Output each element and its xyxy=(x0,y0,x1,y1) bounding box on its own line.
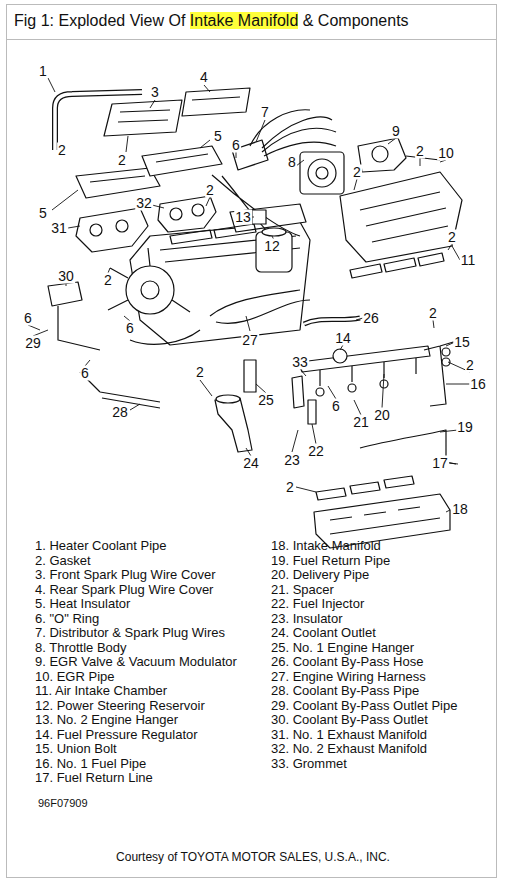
callout-number: 2 xyxy=(195,365,205,380)
callout-number: 2 xyxy=(205,183,215,198)
parts-list-item: 29. Coolant By-Pass Outlet Pipe xyxy=(271,699,457,713)
parts-list-item: 3. Front Spark Plug Wire Cover xyxy=(35,568,216,582)
callout-number: 17 xyxy=(431,456,449,471)
parts-list-item: 9. EGR Valve & Vacuum Modulator xyxy=(35,655,237,669)
parts-list-item: 15. Union Bolt xyxy=(35,742,117,756)
figure-title: Fig 1: Exploded View Of Intake Manifold … xyxy=(14,12,409,30)
callout-number: 23 xyxy=(283,453,301,468)
callout-number: 2 xyxy=(465,358,475,373)
parts-list-item: 21. Spacer xyxy=(271,583,334,597)
parts-list-item: 4. Rear Spark Plug Wire Cover xyxy=(35,583,213,597)
parts-list-item: 27. Engine Wiring Harness xyxy=(271,670,426,684)
parts-list-item: 20. Delivery Pipe xyxy=(271,568,369,582)
callout-number: 6 xyxy=(231,138,241,153)
callout-number: 32 xyxy=(135,196,153,211)
callout-number: 18 xyxy=(451,502,469,517)
callout-number: 1 xyxy=(38,64,48,79)
callout-number: 16 xyxy=(469,377,487,392)
parts-list-item: 19. Fuel Return Pipe xyxy=(271,554,390,568)
parts-list-item: 32. No. 2 Exhaust Manifold xyxy=(271,742,427,756)
callout-number: 13 xyxy=(234,210,252,225)
parts-list-item: 10. EGR Pipe xyxy=(35,670,115,684)
callout-number: 14 xyxy=(334,331,352,346)
callout-number: 5 xyxy=(213,129,223,144)
callout-number: 28 xyxy=(111,405,129,420)
parts-list-item: 22. Fuel Injector xyxy=(271,597,364,611)
callout-number: 10 xyxy=(437,146,455,161)
callout-number: 12 xyxy=(263,239,281,254)
callout-number: 26 xyxy=(362,311,380,326)
parts-list-item: 30. Coolant By-Pass Outlet xyxy=(271,713,428,727)
callout-number: 2 xyxy=(428,306,438,321)
figure-code: 96F07909 xyxy=(38,797,88,809)
callout-number: 8 xyxy=(287,155,297,170)
callout-number: 6 xyxy=(80,366,90,381)
parts-list-item: 12. Power Steering Reservoir xyxy=(35,699,205,713)
callout-number: 2 xyxy=(117,153,127,168)
callout-number: 15 xyxy=(453,335,471,350)
callout-number: 29 xyxy=(24,336,42,351)
parts-list-item: 14. Fuel Pressure Regulator xyxy=(35,728,198,742)
parts-list-item: 26. Coolant By-Pass Hose xyxy=(271,655,423,669)
callout-number: 2 xyxy=(415,144,425,159)
callout-number: 6 xyxy=(23,311,33,326)
callout-number: 2 xyxy=(103,273,113,288)
callout-number: 5 xyxy=(38,206,48,221)
parts-list-item: 28. Coolant By-Pass Pipe xyxy=(271,684,419,698)
callout-number: 2 xyxy=(285,480,295,495)
callout-number: 22 xyxy=(307,444,325,459)
parts-list-item: 13. No. 2 Engine Hanger xyxy=(35,713,178,727)
parts-list-item: 24. Coolant Outlet xyxy=(271,626,376,640)
parts-list-item: 7. Distributor & Spark Plug Wires xyxy=(35,626,225,640)
parts-list-item: 33. Grommet xyxy=(271,757,347,771)
parts-list-item: 31. No. 1 Exhaust Manifold xyxy=(271,728,427,742)
callout-number: 33 xyxy=(291,355,309,370)
parts-list-item: 1. Heater Coolant Pipe xyxy=(35,539,167,553)
parts-list-item: 18. Intake Manifold xyxy=(271,539,381,553)
callout-number: 19 xyxy=(456,420,474,435)
callout-number: 27 xyxy=(241,333,259,348)
callout-number: 30 xyxy=(57,269,75,284)
callout-number: 3 xyxy=(150,85,160,100)
callout-number: 6 xyxy=(331,399,341,414)
parts-list-item: 17. Fuel Return Line xyxy=(35,771,153,785)
parts-list-item: 5. Heat Insulator xyxy=(35,597,130,611)
callout-number: 2 xyxy=(352,165,362,180)
callout-number: 2 xyxy=(447,230,457,245)
parts-list-item: 25. No. 1 Engine Hanger xyxy=(271,641,414,655)
callout-number: 4 xyxy=(199,70,209,85)
parts-list-item: 16. No. 1 Fuel Pipe xyxy=(35,757,146,771)
parts-list-item: 11. Air Intake Chamber xyxy=(35,684,167,698)
parts-list-item: 23. Insulator xyxy=(271,612,343,626)
credit-line: Courtesy of TOYOTA MOTOR SALES, U.S.A., … xyxy=(116,850,390,864)
callout-number: 11 xyxy=(460,253,477,268)
callout-number: 7 xyxy=(260,105,270,120)
callout-number: 31 xyxy=(50,221,68,236)
callout-number: 25 xyxy=(257,393,275,408)
callout-number: 6 xyxy=(125,321,135,336)
parts-list-item: 6. "O" Ring xyxy=(35,612,99,626)
parts-list-item: 8. Throttle Body xyxy=(35,641,127,655)
parts-list-item: 2. Gasket xyxy=(35,554,91,568)
callout-number: 24 xyxy=(242,456,260,471)
callout-number: 21 xyxy=(352,415,370,430)
callout-number: 9 xyxy=(391,124,401,139)
callout-number: 2 xyxy=(57,143,67,158)
callout-number: 20 xyxy=(373,408,391,423)
